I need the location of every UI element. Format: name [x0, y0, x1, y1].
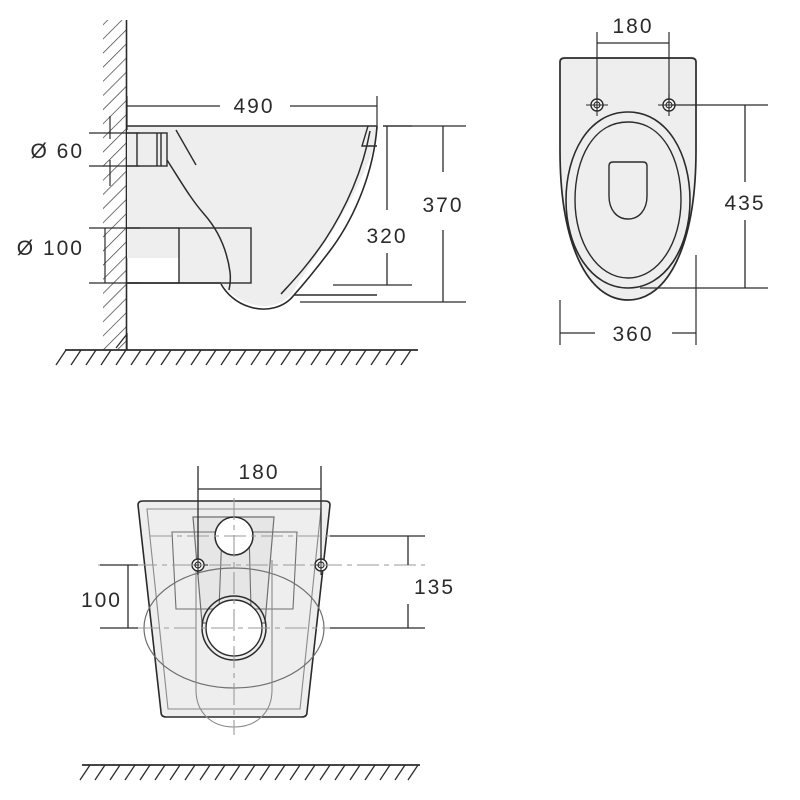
seat-outline	[559, 57, 697, 301]
bolt-hole-left	[586, 94, 608, 116]
dimension-320: 320	[333, 125, 412, 286]
dimension-label-d60: Ø 60	[30, 140, 84, 163]
side-view: 490 Ø 60 Ø 100	[17, 20, 466, 366]
dimension-rear-100: 100	[81, 564, 138, 629]
seat-ring-inner	[574, 121, 682, 279]
seat-inner-cutout	[608, 161, 648, 220]
dimension-rear-180: 180	[197, 461, 322, 560]
dimension-label-370: 370	[422, 194, 463, 217]
wall-hatching	[103, 20, 128, 350]
rear-body-inner-outline	[146, 508, 322, 710]
dimension-label-rear-180: 180	[238, 461, 279, 484]
dimension-490: 490	[126, 95, 378, 130]
dimension-label-rear-100: 100	[81, 589, 122, 612]
dimension-label-490: 490	[233, 95, 274, 118]
dimension-label-360: 360	[612, 323, 653, 346]
dimension-370: 370	[300, 125, 466, 303]
rear-right-bolt-pocket	[248, 531, 298, 610]
floor-hatching	[55, 333, 418, 366]
dimension-label-rear-135: 135	[414, 576, 455, 599]
toilet-side-profile	[127, 125, 378, 310]
dimension-360: 360	[559, 255, 697, 346]
rear-floor-hatching	[79, 764, 420, 781]
rear-view: 180 100 135	[79, 461, 455, 781]
dimension-top-180: 180	[596, 15, 670, 100]
top-view: 180 435 360	[559, 15, 768, 346]
dimension-label-320: 320	[366, 225, 407, 248]
dimension-435: 435	[640, 104, 768, 289]
dimension-d60: Ø 60	[30, 116, 140, 186]
dimension-label-435: 435	[724, 192, 765, 215]
dimension-label-d100: Ø 100	[17, 237, 84, 260]
dimension-rear-135: 135	[330, 535, 455, 629]
seat-ring-outer	[565, 111, 691, 289]
dimension-label-top-180: 180	[612, 15, 653, 38]
dimension-d100: Ø 100	[17, 227, 140, 284]
